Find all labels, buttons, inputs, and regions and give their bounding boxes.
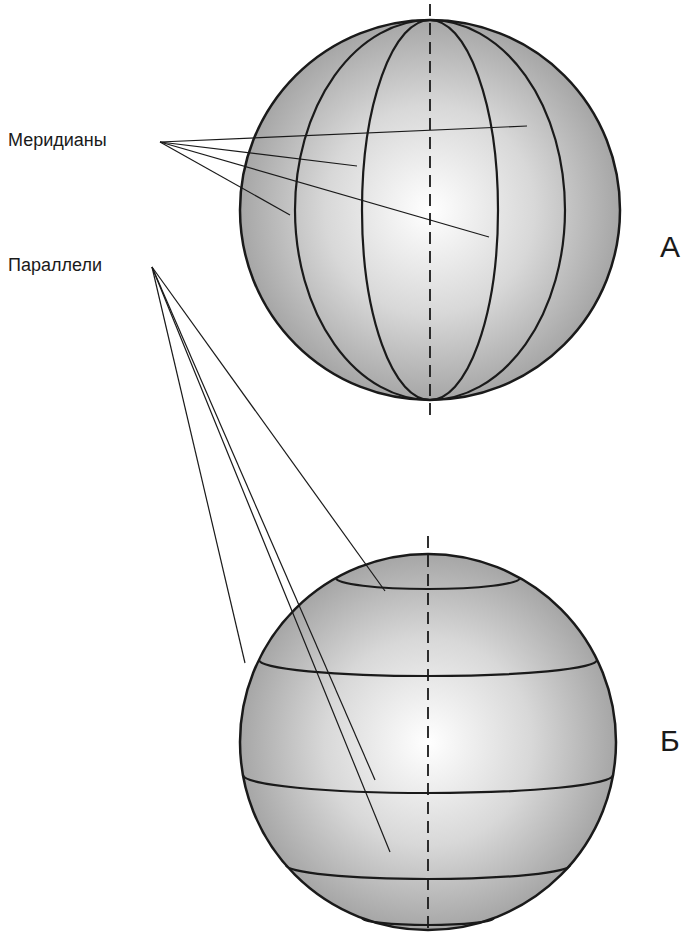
parallel-sphere <box>240 536 616 934</box>
callout-label: Параллели <box>8 256 102 276</box>
leader-lines <box>160 126 527 237</box>
leader-lines <box>152 267 390 852</box>
figure-letter: А <box>660 230 680 263</box>
callout-label: Меридианы <box>8 131 107 151</box>
meridian-sphere <box>240 4 620 420</box>
figure-letter: Б <box>660 724 680 757</box>
